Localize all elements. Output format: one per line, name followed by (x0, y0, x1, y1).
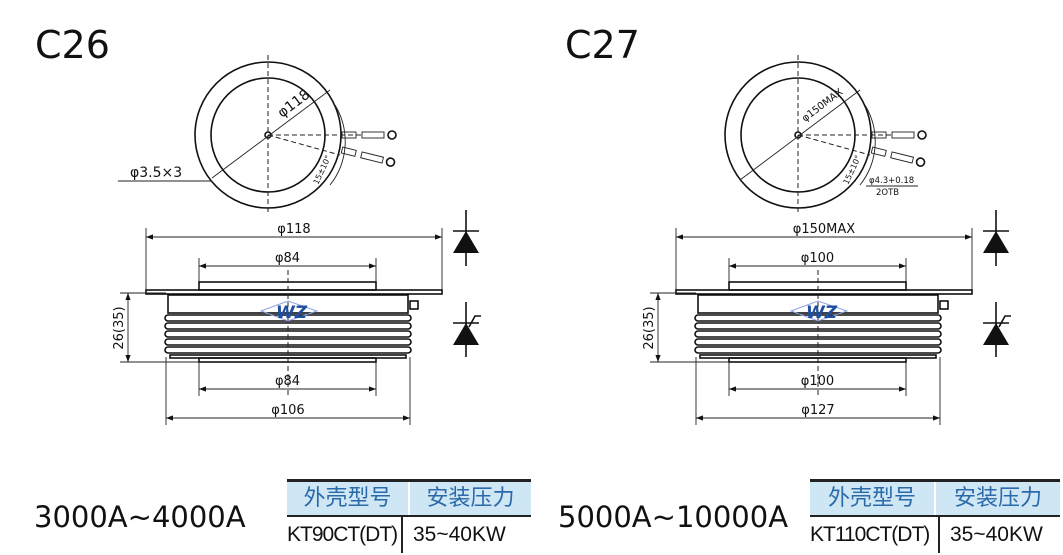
thyristor-gate (468, 315, 481, 328)
angle-label: 15±10° (842, 154, 863, 186)
terminal-eye (385, 157, 396, 167)
body-diameter: φ106 (271, 403, 304, 418)
current-rating-c26: 3000A~4000A (34, 500, 246, 534)
header-mount-pressure: 安装压力 (426, 486, 515, 511)
diode-icon (983, 231, 1009, 253)
logo-diamond (789, 300, 849, 322)
package-title: C26 (35, 23, 110, 67)
spec-table-c26: 外壳型号安装压力 KT90CT(DT) 35~40KW (287, 479, 531, 553)
case-model-value: KT110CT(DT) (810, 517, 940, 553)
header-case-model: 外壳型号 (287, 482, 410, 515)
logo: WZ (276, 303, 308, 323)
bottom-pole-diameter: φ84 (275, 374, 300, 389)
thyristor-icon (453, 323, 479, 345)
thyristor-gate (998, 315, 1011, 328)
plate-diameter: φ150MAX (793, 222, 855, 237)
mount-pressure-value: 35~40KW (950, 523, 1043, 546)
mounting-plate (145, 289, 443, 295)
header-mount-pressure: 安装压力 (953, 486, 1042, 511)
gate-terminal (341, 130, 397, 140)
logo-diamond (259, 300, 319, 322)
height-label: 26(35) (642, 306, 657, 349)
bottom-pole-diameter: φ100 (801, 374, 834, 389)
package-c26: C26 φ118 15±10° φ3.5×3 φ118 φ84 φ84 φ106 WZ 26(35… (35, 23, 481, 425)
terminal-eye (387, 130, 397, 140)
top-pole-diameter: φ100 (801, 251, 834, 266)
current-rating-c27: 5000A~10000A (558, 500, 789, 534)
terminal-sub-label: 2OTB (876, 188, 899, 198)
gate-stub (409, 300, 419, 310)
terminal-eye (917, 130, 927, 140)
case-model-value: KT90CT(DT) (287, 517, 403, 553)
mounting-plate (675, 289, 973, 295)
logo: WZ (806, 303, 838, 323)
gate-terminal (871, 130, 927, 140)
angle-label: 15±10° (312, 154, 333, 186)
gate-terminal (870, 146, 926, 167)
terminal-lead (361, 131, 385, 139)
mount-pressure-value: 35~40KW (413, 523, 506, 546)
spec-table-c27: 外壳型号安装压力 KT110CT(DT) 35~40KW (810, 479, 1060, 553)
gate-terminal (340, 146, 396, 167)
terminal-sleeve (340, 146, 357, 157)
terminal-sleeve (341, 131, 357, 139)
hole-label: φ3.5×3 (130, 165, 182, 181)
diameter-line (739, 89, 861, 181)
terminal-label: φ4.3+0.18 (869, 176, 914, 186)
gate-axis-angled (797, 134, 871, 156)
gate-axis-angled (267, 134, 341, 156)
top-diameter-label: φ150MAX (800, 87, 845, 125)
thyristor-icon (983, 323, 1009, 345)
terminal-lead (360, 151, 385, 164)
terminal-lead (891, 131, 915, 139)
terminal-sleeve (870, 146, 887, 157)
height-label: 26(35) (112, 306, 127, 349)
angle-arc (859, 104, 876, 186)
gate-stub (939, 300, 949, 310)
terminal-eye (915, 157, 926, 167)
diameter-line (211, 89, 331, 179)
header-case-model: 外壳型号 (810, 482, 936, 515)
angle-arc (329, 104, 346, 186)
plate-diameter: φ118 (277, 222, 310, 237)
top-diameter-label: φ118 (275, 87, 313, 121)
package-c27: C27 φ150MAX 15±10° φ4.3+0.18 2OTB φ150MAX φ100… (565, 23, 1011, 425)
diode-icon (453, 231, 479, 253)
top-pole-diameter: φ84 (275, 251, 300, 266)
terminal-sleeve (871, 131, 887, 139)
package-title: C27 (565, 23, 640, 67)
terminal-lead (890, 151, 915, 164)
body-diameter: φ127 (801, 403, 834, 418)
